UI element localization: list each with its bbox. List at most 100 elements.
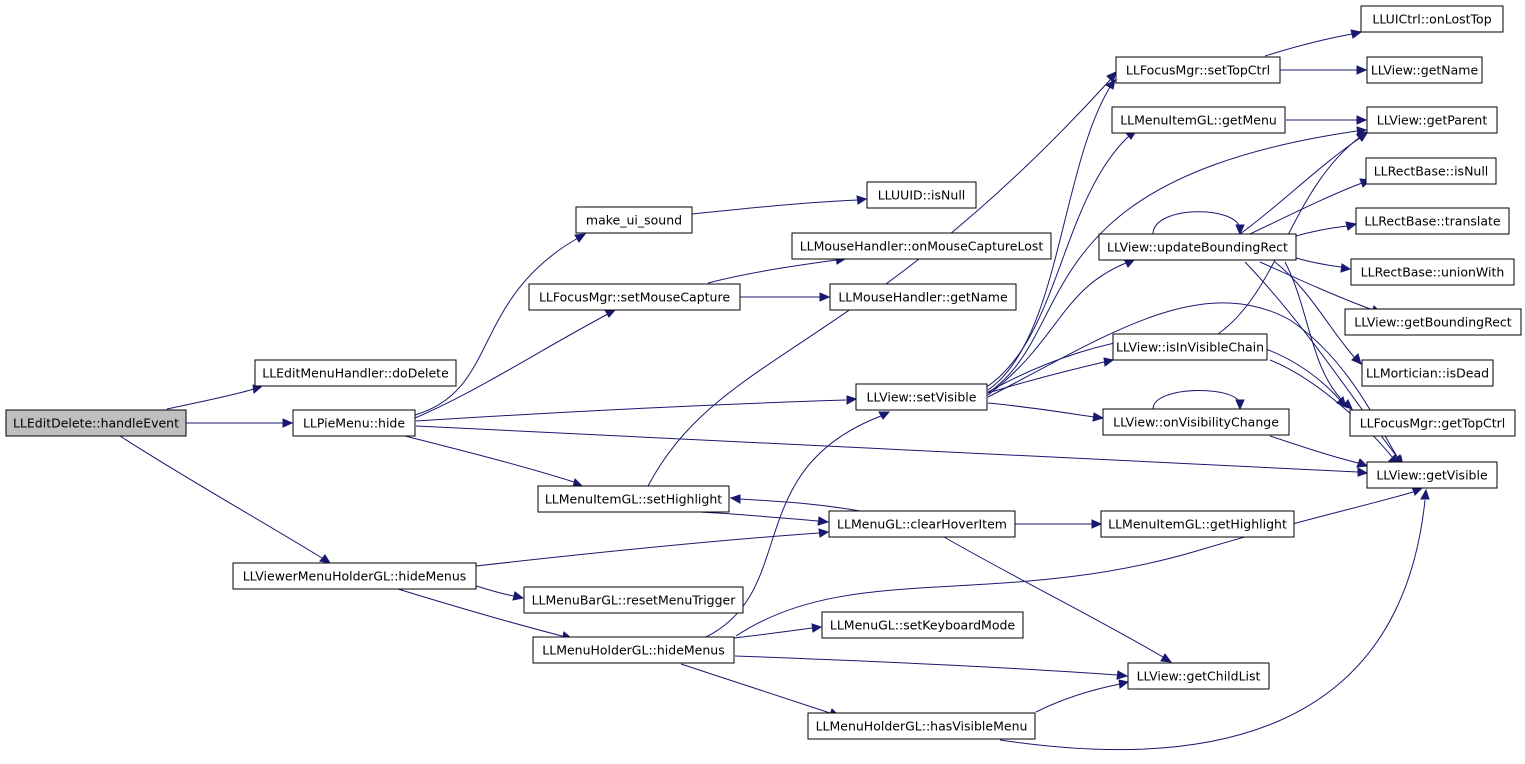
node-holder-hide-menus[interactable]: LLMenuHolderGL::hideMenus: [532, 636, 735, 664]
node-get-visible[interactable]: LLView::getVisible: [1366, 461, 1498, 489]
node-handle-event[interactable]: LLEditDelete::handleEvent: [5, 409, 187, 437]
edge-setMouseCapture-onMouseCaptureLost: [707, 259, 837, 284]
call-nodes: LLEditDelete::handleEvent LLEditMenuHandl…: [5, 5, 1522, 740]
edge-setHighlight-setTopCtrl: [647, 79, 1111, 487]
node-box: [1100, 510, 1295, 538]
node-box: [1366, 461, 1498, 489]
node-clear-hover-item[interactable]: LLMenuGL::clearHoverItem: [828, 510, 1016, 538]
node-pie-hide[interactable]: LLPieMenu::hide: [292, 409, 416, 437]
edge-holderHideMenus-hasVisibleMenu: [680, 663, 831, 714]
node-box: [5, 409, 187, 437]
arrowhead: [1116, 670, 1129, 680]
edge-updateBoundingRect-getVisible: [1244, 261, 1399, 459]
node-make-ui-sound[interactable]: make_ui_sound: [575, 206, 693, 234]
node-uuid-is-null[interactable]: LLUUID::isNull: [866, 181, 977, 209]
node-label: LLView::getBoundingRect: [1354, 315, 1512, 330]
node-label: LLView::onVisibilityChange: [1113, 415, 1279, 430]
node-update-bounding-rect[interactable]: LLView::updateBoundingRect: [1098, 233, 1297, 261]
arrowhead: [1092, 412, 1105, 422]
call-edges: [119, 29, 1430, 751]
node-set-keyboard-mode[interactable]: LLMenuGL::setKeyboardMode: [821, 611, 1024, 639]
node-label: LLEditDelete::handleEvent: [13, 416, 179, 431]
edge-handleEvent-doDelete: [166, 388, 255, 410]
edge-pieHide-makeUiSound: [414, 237, 579, 416]
arrowhead: [818, 528, 830, 538]
node-box: [575, 206, 693, 234]
node-get-parent[interactable]: LLView::getParent: [1366, 106, 1498, 134]
node-get-top-ctrl[interactable]: LLFocusMgr::getTopCtrl: [1349, 409, 1516, 437]
node-translate[interactable]: LLRectBase::translate: [1355, 207, 1510, 235]
node-label: LLView::getChildList: [1137, 669, 1261, 684]
node-label: LLEditMenuHandler::doDelete: [262, 366, 449, 381]
node-get-bounding-rect[interactable]: LLView::getBoundingRect: [1344, 308, 1522, 336]
node-mouse-get-name[interactable]: LLMouseHandler::getName: [829, 283, 1017, 311]
arrowhead: [1104, 79, 1116, 90]
node-set-mouse-capture[interactable]: LLFocusMgr::setMouseCapture: [528, 283, 741, 311]
node-box: [1360, 5, 1504, 33]
arrowhead: [1356, 65, 1368, 75]
node-view-get-name[interactable]: LLView::getName: [1366, 56, 1483, 84]
node-label: LLMenuItemGL::setHighlight: [545, 492, 722, 507]
node-box: [821, 611, 1024, 639]
edge-makeUiSound-uuidIsNull: [691, 199, 859, 215]
node-rect-is-null[interactable]: LLRectBase::isNull: [1365, 157, 1497, 185]
node-box: [523, 586, 744, 614]
node-label: LLView::setVisible: [867, 390, 977, 405]
edge-setVisible-updateBoundingRect: [987, 262, 1127, 396]
node-label: LLMortician::isDead: [1366, 366, 1489, 381]
arrowhead: [282, 418, 294, 428]
node-reset-menu-trigger[interactable]: LLMenuBarGL::resetMenuTrigger: [523, 586, 744, 614]
edge-pieHide-setHighlight: [404, 435, 575, 483]
node-set-visible[interactable]: LLView::setVisible: [855, 383, 988, 411]
node-box: [807, 712, 1036, 740]
node-label: LLPieMenu::hide: [303, 416, 405, 431]
arrowhead: [1356, 458, 1369, 468]
arrowhead: [1091, 519, 1103, 529]
edge-setVisible-isInVisibleChain: [987, 361, 1105, 394]
node-on-visibility-change[interactable]: LLView::onVisibilityChange: [1102, 408, 1290, 436]
node-label: LLUICtrl::onLostTop: [1372, 12, 1491, 27]
node-get-highlight[interactable]: LLMenuItemGL::getHighlight: [1100, 510, 1295, 538]
edge-hasVisibleMenu-getChildList: [1035, 683, 1121, 713]
arrowhead: [574, 233, 587, 243]
node-is-dead[interactable]: LLMortician::isDead: [1361, 359, 1494, 387]
node-label: LLMouseHandler::getName: [838, 290, 1008, 305]
node-viewer-hide-menus[interactable]: LLViewerMenuHolderGL::hideMenus: [232, 562, 477, 590]
node-box: [1365, 157, 1497, 185]
edge-viewerHideMenus-resetMenuTrigger: [475, 585, 515, 597]
arrowhead: [856, 195, 868, 205]
arrowhead: [1103, 357, 1115, 367]
node-is-in-visible-chain[interactable]: LLView::isInVisibleChain: [1112, 333, 1268, 361]
arrowhead: [1106, 71, 1117, 83]
node-box: [866, 181, 977, 209]
edge-handleEvent-viewerHideMenus: [119, 435, 323, 559]
arrowhead: [1351, 353, 1362, 365]
node-do-delete[interactable]: LLEditMenuHandler::doDelete: [254, 359, 457, 387]
arrowhead: [1342, 399, 1353, 410]
edge-viewerHideMenus-clearHoverItem: [475, 532, 820, 567]
node-label: LLRectBase::isNull: [1374, 164, 1489, 179]
node-box: [528, 283, 741, 311]
node-box: [1112, 333, 1268, 361]
node-box: [1115, 56, 1281, 84]
arrowhead: [1235, 399, 1245, 411]
node-box: [1366, 56, 1483, 84]
node-union-with[interactable]: LLRectBase::unionWith: [1350, 258, 1515, 286]
arrowhead: [1420, 488, 1430, 500]
edge-pieHide-setVisible: [415, 399, 847, 422]
node-has-visible-menu[interactable]: LLMenuHolderGL::hasVisibleMenu: [807, 712, 1036, 740]
edge-updateBoundingRect-getParent: [1239, 137, 1361, 235]
node-get-child-list[interactable]: LLView::getChildList: [1127, 662, 1270, 690]
node-box: [791, 232, 1052, 260]
edge-updateBoundingRect-getTopCtrl: [1284, 261, 1346, 404]
node-set-highlight[interactable]: LLMenuItemGL::setHighlight: [537, 485, 730, 513]
edge-viewerHideMenus-holderHideMenus: [397, 588, 563, 637]
node-on-lost-top[interactable]: LLUICtrl::onLostTop: [1360, 5, 1504, 33]
node-set-top-ctrl[interactable]: LLFocusMgr::setTopCtrl: [1115, 56, 1281, 84]
edge-onVisibilityChange-self: [1152, 390, 1241, 410]
node-get-menu[interactable]: LLMenuItemGL::getMenu: [1111, 106, 1286, 134]
node-on-mouse-capture-lost[interactable]: LLMouseHandler::onMouseCaptureLost: [791, 232, 1052, 260]
node-label: LLView::isInVisibleChain: [1116, 340, 1264, 355]
arrowhead: [1235, 224, 1245, 236]
